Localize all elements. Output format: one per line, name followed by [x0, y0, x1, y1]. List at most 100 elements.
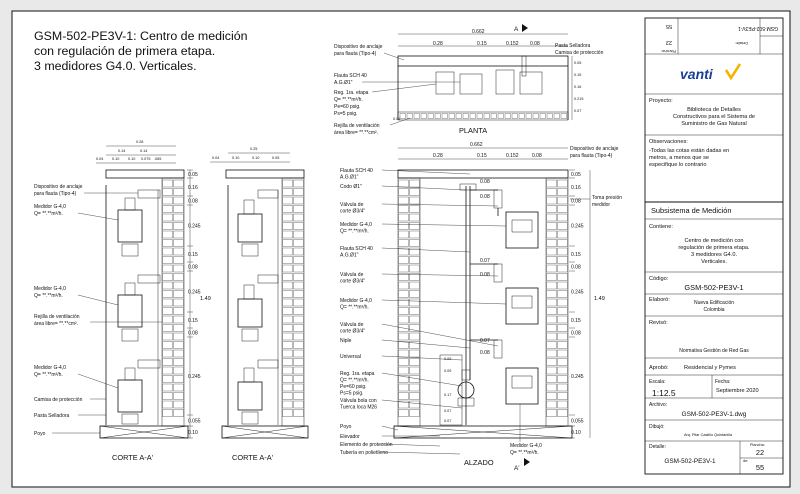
observaciones-line-2: metros, a menos que se	[649, 155, 709, 161]
grille-cell	[398, 213, 409, 222]
meter-1	[117, 189, 161, 257]
pl-dispositivo-1: Dispositivo de anclaje	[334, 44, 383, 50]
c1-rejilla-1: Rejilla de ventilación	[34, 314, 80, 320]
alzado-callout-text: corte Ø3/4"	[340, 209, 365, 215]
grille-cell	[557, 315, 568, 324]
grille-cell	[282, 341, 293, 349]
al-inner-dim: 0.08	[480, 179, 490, 185]
grille-cell	[546, 375, 557, 383]
grille-cell	[162, 366, 173, 375]
grille-cell	[398, 230, 409, 239]
grille-cell	[448, 113, 455, 119]
grille-cell	[173, 307, 184, 315]
al-toma-1: Toma presión	[592, 195, 622, 201]
detalle-label: Detalle:	[649, 444, 666, 450]
al-dim-seg: 0.08	[532, 153, 542, 159]
pl-dim-total: 0.662	[472, 29, 485, 35]
pl-camisa: Camisa de protección	[555, 50, 604, 56]
c1-camisa: Camisa de protección	[34, 397, 83, 403]
grille-cell	[162, 409, 173, 417]
c1-dim-seg: 0.14	[140, 149, 147, 153]
grille-cell	[173, 349, 184, 358]
grille-cell	[282, 409, 293, 417]
proyecto-line-1: Biblioteca de Detalles	[687, 107, 741, 113]
meter-3	[470, 339, 539, 405]
elaboro-label: Elaboró:	[649, 297, 670, 303]
observaciones-label: Observaciones:	[649, 139, 688, 145]
grille-cell	[173, 290, 184, 298]
vertical-dim-label: 0.10	[571, 430, 581, 436]
proyecto-label: Proyecto:	[649, 98, 673, 104]
grille-cell	[398, 264, 409, 273]
grille-cell	[293, 349, 304, 358]
callout-leader	[381, 372, 463, 387]
grille-cell	[409, 349, 420, 358]
vertical-dimensions: 0.050.160.080.2450.150.080.2450.150.080.…	[569, 169, 584, 439]
sheet-title: GSM-502-PE3V-1: Centro de medición con r…	[34, 29, 248, 73]
alzado-callout-text: Codo Ø1"	[340, 184, 362, 190]
pl-flauta-2: A.G.Ø1"	[334, 80, 353, 86]
grille-cell	[490, 113, 497, 119]
c1-dim-seg: .065	[154, 157, 161, 161]
grille-cell	[162, 188, 173, 196]
al-dim-vtotal: 1.49	[594, 296, 605, 302]
elaboro-line-2: Colombia	[703, 307, 724, 313]
grille-cell	[162, 179, 173, 188]
pl-dim-right: 0.15	[574, 73, 581, 77]
dibujo-value: Arq. Pilar Castillo Quintanilla	[684, 433, 733, 437]
grille-cell	[162, 205, 173, 213]
grille-cell	[293, 179, 304, 188]
grille-cell	[173, 315, 184, 324]
proyecto-line-3: Suministro de Gas Natural	[681, 121, 747, 127]
grille-cell	[162, 349, 173, 358]
al-dispositivo-1: Dispositivo de anclaje	[570, 146, 619, 152]
grille-cell	[546, 205, 557, 213]
grille-cell	[173, 256, 184, 264]
grille-cell	[162, 383, 173, 392]
escala-value: 1:12.5	[652, 388, 676, 398]
al-dim-seg: 0.15	[477, 153, 487, 159]
grille-cell	[409, 179, 420, 188]
alzado-callout-text: corte Ø3/4"	[340, 329, 365, 335]
vanti-check-icon	[724, 63, 742, 81]
grille-cell	[162, 196, 173, 205]
vertical-dim-label: 0.08	[188, 199, 198, 205]
rot-sheet-number: 55	[666, 23, 672, 29]
grille-cell	[409, 230, 420, 239]
corte-2: 0.25 0.04 0.10 0.10 0.05	[210, 147, 309, 462]
grille-cell	[293, 332, 304, 341]
grille-cell	[282, 298, 293, 307]
grille-cell	[293, 400, 304, 409]
grille-cell	[398, 366, 409, 375]
c1-dim-seg: 0.14	[118, 149, 125, 153]
grille-cell	[173, 298, 184, 307]
al-inner-dim: 0.09	[444, 369, 451, 373]
grille-cell	[398, 205, 409, 213]
alzado-callout-text: Tuerca loca M26	[340, 405, 377, 411]
grille-cell	[409, 256, 420, 264]
grille-cell	[546, 213, 557, 222]
al-dim-seg: 0.152	[506, 153, 519, 159]
grille-cell	[557, 298, 568, 307]
vent-grille-column	[162, 179, 184, 417]
archivo-value: GSM-502-PE3V-1.dwg	[682, 411, 747, 418]
grille-cell	[282, 247, 293, 256]
vertical-dim-label: 0.055	[188, 419, 201, 425]
alzado-callout-text: A.G.Ø1"	[340, 253, 359, 259]
grille-cell	[293, 315, 304, 324]
alzado-callout-text: A.G.Ø1"	[340, 175, 359, 181]
vertical-dim-label: 0.08	[571, 199, 581, 205]
grille-cell	[293, 409, 304, 417]
grille-cell	[398, 383, 409, 392]
grille-cell	[511, 113, 518, 119]
c1-dim-seg: 0.10	[128, 157, 135, 161]
grille-cell	[546, 366, 557, 375]
grille-cell	[398, 273, 409, 281]
grille-cell	[282, 196, 293, 205]
vertical-dim-label: 0.245	[188, 224, 201, 230]
grille-cell	[293, 230, 304, 239]
grille-cell	[546, 400, 557, 409]
vent-grille-column	[282, 179, 304, 417]
grille-cell	[406, 113, 413, 119]
grille-cell	[409, 315, 420, 324]
